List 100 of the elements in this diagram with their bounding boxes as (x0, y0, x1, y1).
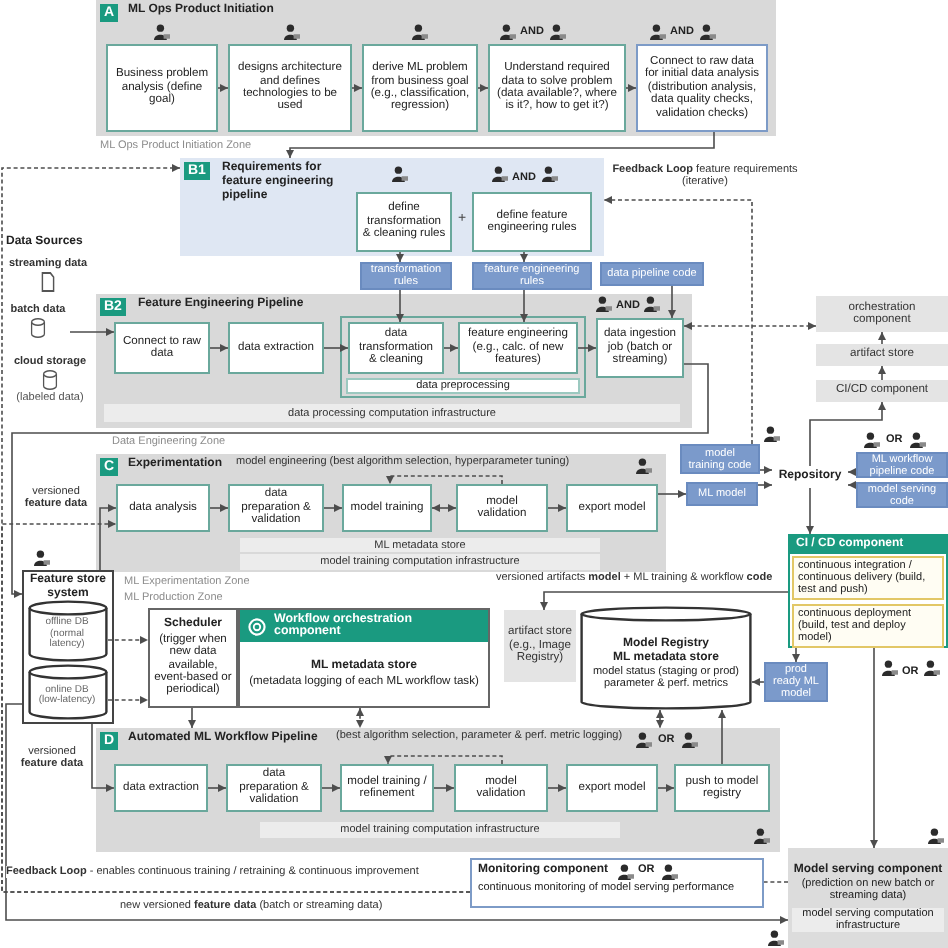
arrow (809, 401, 886, 467)
arrow (209, 344, 229, 352)
component-box (816, 344, 948, 366)
dashed-connector-line (763, 881, 789, 883)
arrow (188, 707, 196, 729)
arrow (878, 365, 886, 381)
component-panel (788, 534, 948, 648)
process-box (596, 318, 684, 378)
section-panel (96, 728, 780, 852)
component-box (816, 380, 948, 402)
section-panel (96, 454, 666, 572)
component-box (816, 296, 948, 332)
arrow (520, 251, 528, 263)
arrow (323, 504, 343, 512)
process-box (362, 44, 478, 132)
artifact-box (856, 482, 948, 508)
arrow (323, 344, 349, 352)
arrow (207, 784, 227, 792)
arrow (286, 131, 715, 159)
arrow (757, 481, 773, 489)
arrow (321, 784, 341, 792)
arrow (718, 709, 726, 765)
artifact-box (686, 482, 758, 506)
component-box (504, 610, 576, 682)
process-box (148, 608, 238, 708)
arrow (547, 504, 567, 512)
arrow (443, 344, 459, 352)
double-arrow (431, 504, 457, 512)
arrow (217, 84, 229, 92)
arrow (209, 504, 229, 512)
process-box (458, 322, 578, 374)
arrow (351, 84, 363, 92)
process-box (226, 764, 322, 812)
artifact-box (856, 452, 948, 478)
dashed-arrow (1, 520, 471, 893)
process-box (228, 322, 324, 374)
arrow (99, 504, 117, 571)
arrow (5, 703, 789, 924)
arrow (91, 723, 115, 792)
dashed-arrow (107, 696, 149, 704)
process-box (106, 44, 218, 132)
arrow (751, 678, 765, 686)
component-panel (238, 608, 490, 708)
process-box (566, 764, 658, 812)
arrow (792, 647, 800, 663)
arrow (625, 84, 637, 92)
process-box (348, 322, 444, 374)
arrow (69, 328, 115, 336)
arrow (433, 784, 455, 792)
section-panel (96, 294, 692, 428)
arrow (657, 490, 687, 498)
process-box (228, 44, 352, 132)
arrow (11, 363, 709, 598)
arrow (878, 331, 886, 345)
arrow (759, 466, 773, 474)
arrow (847, 468, 857, 476)
section-panel (180, 158, 604, 256)
artifact-box (600, 262, 704, 286)
process-box (566, 484, 658, 532)
process-box (454, 764, 548, 812)
process-box (356, 192, 452, 252)
arrow (396, 251, 404, 263)
arrow (520, 289, 528, 323)
arrow (477, 84, 489, 92)
section-panel (96, 0, 776, 136)
store-panel (22, 570, 114, 724)
artifact-box (680, 444, 760, 474)
arrow (577, 344, 597, 352)
arrow (870, 647, 878, 849)
preprocessing-outline (340, 316, 586, 398)
dashed-double-arrow (356, 707, 364, 729)
process-box (674, 764, 770, 812)
process-box (114, 764, 208, 812)
arrow (806, 487, 814, 535)
dashed-arrow (603, 196, 753, 445)
component-box (788, 848, 948, 948)
process-box (342, 484, 432, 532)
process-box (456, 484, 548, 532)
artifact-box (472, 262, 592, 290)
process-box (114, 322, 210, 374)
arrow (657, 784, 675, 792)
dashed-arrow (107, 636, 149, 644)
artifact-box (360, 262, 452, 290)
process-box (116, 484, 210, 532)
dashed-arrow (386, 475, 503, 485)
component-box (470, 858, 764, 908)
arrow (547, 784, 567, 792)
arrow (540, 591, 789, 611)
dashed-double-arrow (683, 322, 817, 330)
arrow (396, 289, 404, 323)
arrow (847, 481, 857, 489)
artifact-box (764, 662, 828, 702)
process-box (636, 44, 768, 132)
process-box (488, 44, 626, 132)
process-box (228, 484, 324, 532)
infrastructure-band (240, 554, 600, 570)
arrow (668, 285, 676, 319)
dashed-arrow (384, 755, 503, 765)
process-box (340, 764, 434, 812)
dashed-double-arrow (656, 709, 664, 729)
